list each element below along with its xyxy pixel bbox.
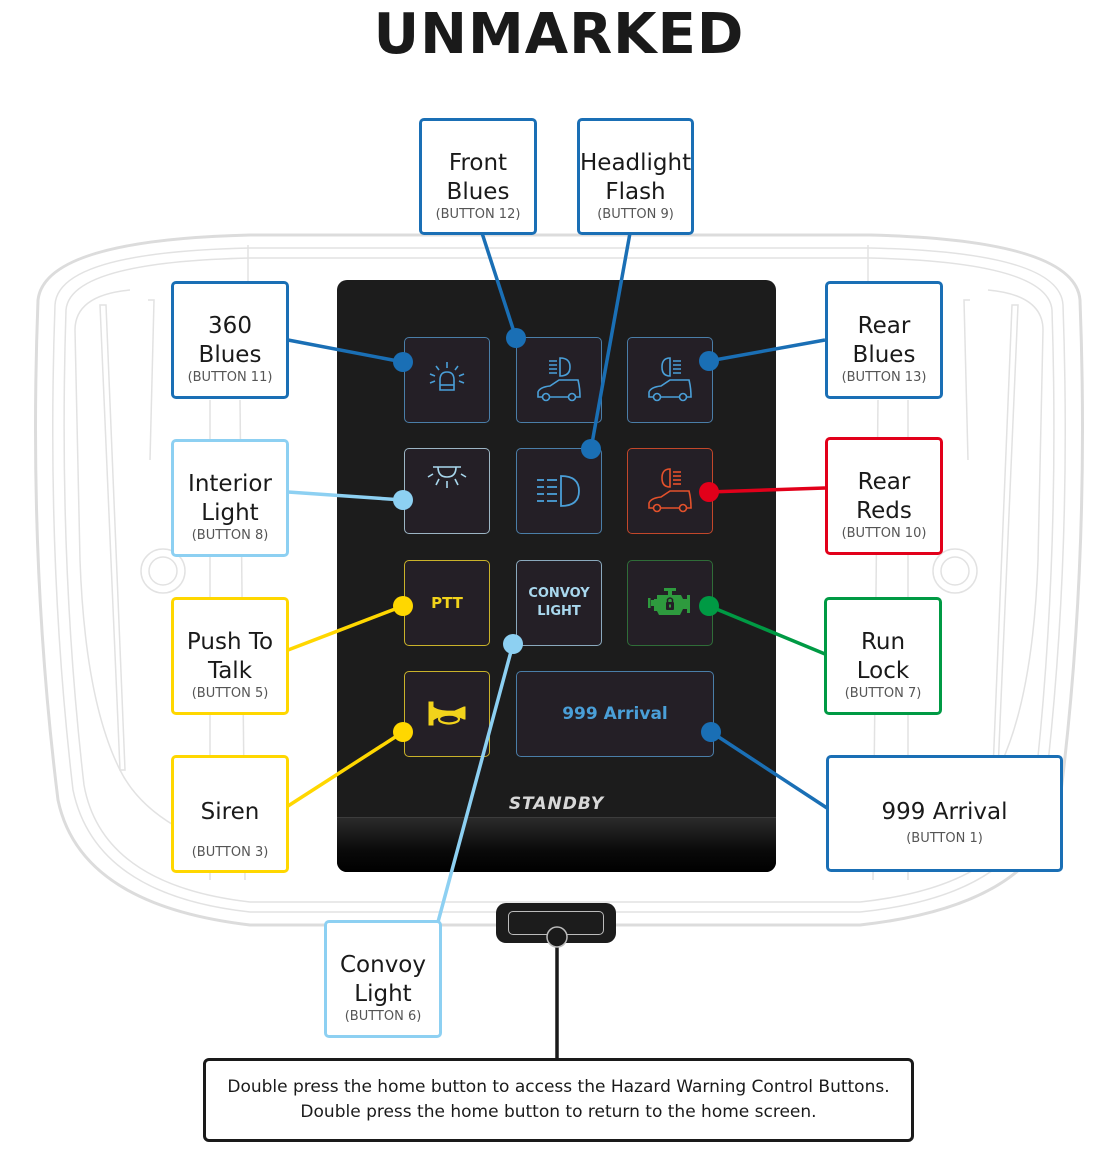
label-title: Push To — [186, 629, 274, 655]
convoy-label-line2: LIGHT — [537, 604, 581, 619]
arrival-label: 999 Arrival — [562, 704, 668, 724]
tile-headlight-flash[interactable] — [516, 448, 602, 534]
front-light-car-icon — [537, 357, 581, 402]
label-title: Light — [354, 981, 412, 1007]
label-run-lock: Run Lock (BUTTON 7) — [824, 597, 942, 715]
label-title: Reds — [856, 498, 912, 524]
page-title: UNMARKED — [373, 2, 745, 67]
tile-front-blues[interactable] — [516, 337, 602, 423]
label-title: Rear — [857, 469, 911, 495]
tile-999-arrival[interactable]: 999 Arrival — [516, 671, 714, 757]
label-rear-reds: Rear Reds (BUTTON 10) — [825, 437, 943, 555]
label-convoy-light: Convoy Light (BUTTON 6) — [324, 920, 442, 1038]
label-title: Blues — [446, 179, 510, 205]
label-rear-blues: Rear Blues (BUTTON 13) — [825, 281, 943, 399]
beacon-icon — [429, 362, 465, 391]
rear-light-car-icon — [648, 357, 692, 402]
control-panel-screen: PTT CONVOY LIGHT 999 Arrival STANDB — [337, 280, 776, 872]
label-title: Run — [860, 629, 906, 655]
dome-light-icon — [427, 466, 467, 488]
label-title: Light — [201, 500, 259, 526]
label-button-number: (BUTTON 9) — [597, 207, 674, 222]
label-title: Front — [448, 150, 508, 176]
label-title: Interior — [188, 471, 272, 497]
home-button-inner — [508, 911, 604, 935]
label-button-number: (BUTTON 3) — [191, 845, 269, 860]
label-title: 360 — [208, 313, 252, 339]
label-button-number: (BUTTON 7) — [844, 686, 922, 701]
label-title: Siren — [200, 799, 260, 825]
label-title: Headlight — [580, 150, 692, 176]
label-button-number: (BUTTON 6) — [344, 1009, 422, 1024]
label-button-number: (BUTTON 5) — [191, 686, 269, 701]
label-360-blues: 360 Blues (BUTTON 11) — [171, 281, 289, 399]
convoy-label-line1: CONVOY — [528, 586, 590, 601]
label-button-number: (BUTTON 8) — [191, 528, 269, 543]
label-title: Rear — [857, 313, 911, 339]
tile-run-lock[interactable] — [627, 560, 713, 646]
engine-lock-icon — [648, 588, 690, 615]
label-title: Blues — [198, 342, 262, 368]
label-button-number: (BUTTON 10) — [841, 526, 927, 541]
tile-ptt[interactable]: PTT — [404, 560, 490, 646]
tile-rear-blues[interactable] — [627, 337, 713, 423]
label-button-number: (BUTTON 1) — [906, 831, 983, 846]
tile-360-blues[interactable] — [404, 337, 490, 423]
label-title: Lock — [856, 658, 910, 684]
standby-logo: STANDBY — [508, 794, 605, 814]
tile-siren[interactable] — [404, 671, 490, 757]
instruction-note: Double press the home button to access t… — [203, 1058, 914, 1142]
label-title: Flash — [605, 179, 666, 205]
rear-light-car-icon — [648, 468, 692, 513]
screen-bezel — [337, 817, 776, 872]
label-title: Convoy — [339, 952, 426, 978]
label-headlight-flash: Headlight Flash (BUTTON 9) — [577, 118, 694, 235]
note-line-2: Double press the home button to return t… — [300, 1102, 817, 1122]
label-button-number: (BUTTON 11) — [187, 370, 273, 385]
home-button[interactable] — [496, 903, 616, 943]
horn-icon — [428, 701, 466, 726]
ptt-label: PTT — [431, 594, 463, 612]
tile-rear-reds[interactable] — [627, 448, 713, 534]
tile-interior-light[interactable] — [404, 448, 490, 534]
label-title: Talk — [207, 658, 253, 684]
label-999-arrival: 999 Arrival (BUTTON 1) — [826, 755, 1063, 872]
note-line-1: Double press the home button to access t… — [227, 1077, 890, 1097]
label-front-blues: Front Blues (BUTTON 12) — [419, 118, 537, 235]
label-interior-light: Interior Light (BUTTON 8) — [171, 439, 289, 557]
label-siren: Siren (BUTTON 3) — [171, 755, 289, 873]
label-title: 999 Arrival — [881, 799, 1008, 825]
label-button-number: (BUTTON 13) — [841, 370, 927, 385]
label-push-to-talk: Push To Talk (BUTTON 5) — [171, 597, 289, 715]
label-title: Blues — [852, 342, 916, 368]
tile-convoy-light[interactable]: CONVOY LIGHT — [516, 560, 602, 646]
label-button-number: (BUTTON 12) — [435, 207, 521, 222]
headlight-icon — [537, 475, 580, 507]
